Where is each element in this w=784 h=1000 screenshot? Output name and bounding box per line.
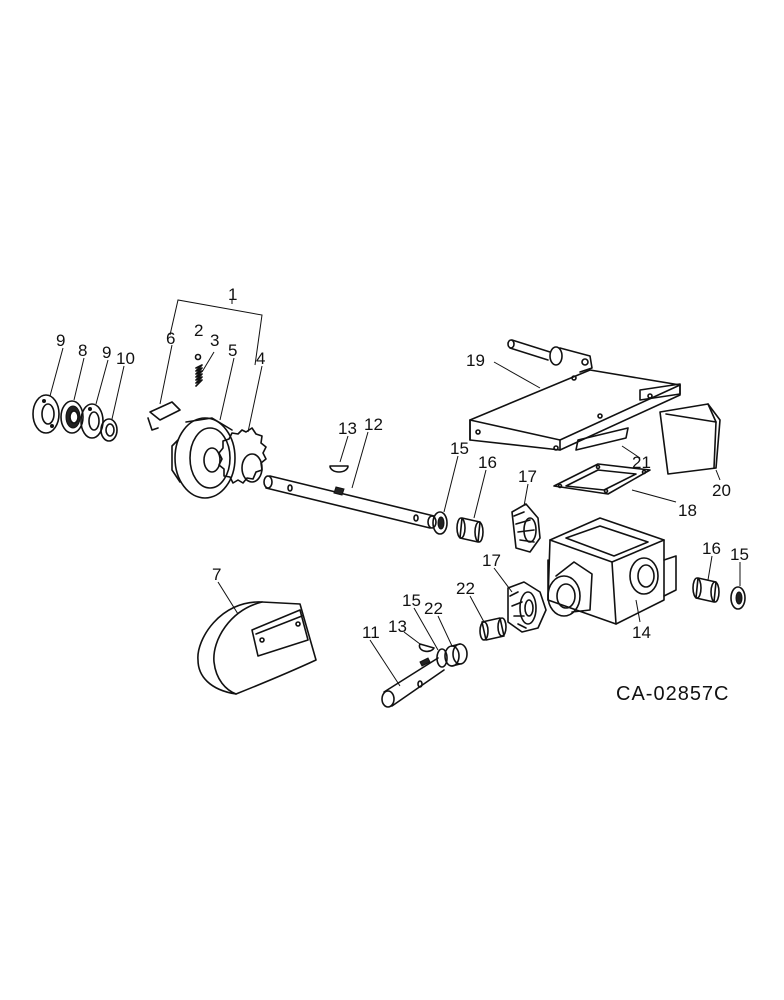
part-13-key-lower — [403, 631, 435, 653]
callout-14: 14 — [632, 623, 651, 642]
part-9-washer-right — [80, 359, 109, 439]
callout-22a: 22 — [456, 579, 475, 598]
part-22-collar-left — [437, 615, 468, 667]
part-9-washer-left — [32, 347, 64, 434]
part-7-cover — [197, 581, 317, 695]
part-17-bevel-gear-upper — [511, 483, 541, 553]
callout-12: 12 — [364, 415, 383, 434]
callout-8: 8 — [78, 341, 87, 360]
callout-1: 1 — [228, 285, 237, 304]
callout-labels: 1 2 3 4 5 6 7 8 9 9 10 11 12 13 13 14 15… — [56, 285, 749, 642]
part-4-sprocket — [218, 365, 267, 484]
part-16-bushing-upper — [456, 469, 487, 543]
assembly-1-bracket — [169, 299, 263, 366]
part-19-bracket — [469, 339, 681, 451]
part-11-shaft — [369, 639, 445, 708]
part-3-spring — [195, 351, 215, 387]
part-20-shield — [639, 383, 721, 481]
callout-6: 6 — [166, 329, 175, 348]
callout-15c: 15 — [402, 591, 421, 610]
callout-3: 3 — [210, 331, 219, 350]
callout-15a: 15 — [450, 439, 469, 458]
part-16-bushing-lower — [692, 555, 720, 603]
callout-21: 21 — [632, 453, 651, 472]
part-22-bushing-middle — [469, 595, 507, 641]
callout-11: 11 — [362, 623, 380, 642]
drawing-reference: CA-02857C — [616, 683, 730, 705]
callout-16b: 16 — [702, 539, 721, 558]
part-2-ball — [194, 353, 202, 361]
part-17-bevel-gear-lower — [493, 567, 547, 633]
part-18-gasket — [553, 463, 677, 503]
callout-20: 20 — [712, 481, 731, 500]
callout-13a: 13 — [338, 419, 357, 438]
callout-7: 7 — [212, 565, 221, 584]
part-5-housing — [171, 357, 236, 499]
callout-9a: 9 — [56, 331, 65, 350]
part-14-gearbox — [547, 517, 677, 625]
callout-16a: 16 — [478, 453, 497, 472]
part-6-latch — [147, 344, 181, 431]
part-10-collar — [100, 365, 125, 442]
part-21-plate — [575, 427, 641, 459]
callout-18: 18 — [678, 501, 697, 520]
callout-15b: 15 — [730, 545, 749, 564]
part-13-key-upper — [329, 435, 349, 473]
part-15-washer-lower-right — [730, 562, 746, 610]
part-8-bearing — [60, 357, 85, 434]
part-15-washer-upper — [432, 455, 459, 535]
callout-4: 4 — [256, 349, 265, 368]
callout-5: 5 — [228, 341, 237, 360]
callout-2: 2 — [194, 321, 203, 340]
callout-19: 19 — [466, 351, 485, 370]
part-12-shaft — [263, 431, 437, 529]
callout-10: 10 — [116, 349, 135, 368]
callout-9b: 9 — [102, 343, 111, 362]
callout-17b: 17 — [482, 551, 501, 570]
callout-22b: 22 — [424, 599, 443, 618]
callout-17a: 17 — [518, 467, 537, 486]
callout-13b: 13 — [388, 617, 407, 636]
